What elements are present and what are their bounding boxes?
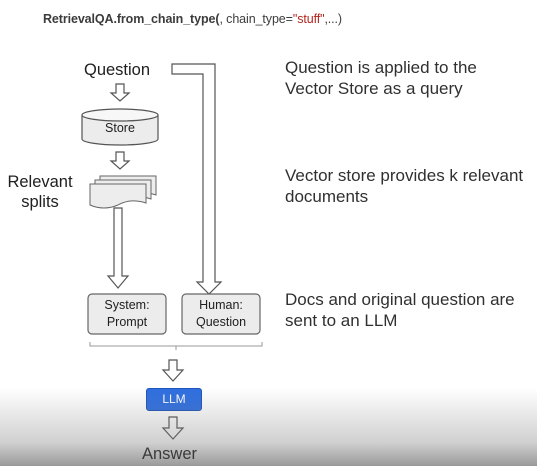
code-prefix: RetrievalQA.from_chain_type( (43, 12, 220, 26)
arrow-store-to-splits (109, 151, 131, 170)
arrow-splits-to-system (106, 207, 130, 289)
human-question-box (181, 293, 261, 335)
code-snippet: RetrievalQA.from_chain_type(, chain_type… (43, 12, 342, 26)
code-middle: , chain_type= (219, 12, 293, 26)
document-stack-icon (89, 175, 157, 209)
llm-box: LLM (146, 388, 202, 411)
step2-description: Vector store provides k relevant documen… (285, 166, 524, 206)
step3-description: Docs and original question are sent to a… (285, 290, 515, 330)
code-suffix: ,...) (324, 12, 342, 26)
step1-description: Question is applied to the Vector Store … (285, 58, 477, 98)
human-question-label: Human: Question (195, 298, 247, 329)
grouping-bracket (89, 342, 263, 350)
store-cylinder (81, 108, 159, 146)
arrow-to-llm (161, 359, 185, 382)
arrow-to-answer (161, 416, 185, 440)
question-to-human-arrow (171, 63, 223, 295)
code-string: "stuff" (292, 12, 325, 26)
answer-label: Answer (142, 445, 198, 463)
question-label: Question (84, 61, 151, 79)
system-prompt-box (87, 293, 167, 335)
store-label: Store (105, 121, 135, 135)
system-prompt-label: System: Prompt (104, 298, 150, 329)
relevant-splits-label: Relevant splits (7, 173, 73, 211)
arrow-question-to-store (109, 83, 131, 102)
